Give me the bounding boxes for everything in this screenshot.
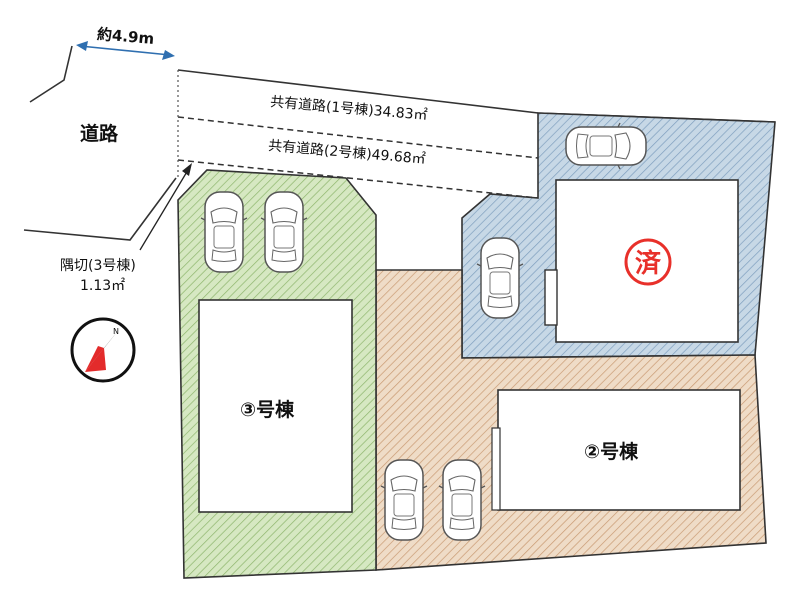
compass-north-marker: N	[113, 327, 119, 336]
sold-stamp-text: 済	[635, 248, 662, 279]
lot-2-label: ②号棟	[584, 440, 639, 463]
lot-3-label: ③号棟	[240, 398, 295, 421]
building-2-step	[491, 427, 501, 511]
road-edge-lower	[23, 177, 177, 241]
corner-cut-label: 隅切(3号棟)	[60, 258, 136, 274]
car-lot1-vertical	[476, 237, 524, 319]
car-lot3-right	[260, 191, 308, 273]
width-arrow	[79, 45, 171, 56]
car-lot3-left	[200, 191, 248, 273]
corner-cut-leader	[139, 169, 189, 251]
shared-road-1-label: 共有道路(1号棟)34.83㎡	[269, 94, 428, 124]
car-lot2-right	[438, 459, 486, 541]
building-2	[497, 389, 741, 511]
shared-road-divider-2	[177, 159, 539, 199]
width-arrow-head-right	[162, 50, 175, 60]
compass-icon: N	[70, 317, 136, 383]
car-lot1-horizontal	[565, 122, 647, 170]
site-boundary-north	[177, 69, 776, 123]
corner-cut-arrow-head	[182, 163, 192, 176]
width-arrow-head-left	[76, 41, 88, 51]
shared-road-divider-1	[177, 116, 539, 159]
building-1-notch	[544, 269, 558, 326]
car-lot2-left	[380, 459, 428, 541]
road-edge-upper	[29, 45, 73, 103]
road-label: 道路	[80, 122, 119, 145]
building-3	[198, 299, 353, 513]
sold-stamp	[624, 238, 672, 286]
width-label: 約4.9m	[96, 25, 155, 48]
corner-cut-area: 1.13㎡	[80, 278, 125, 294]
